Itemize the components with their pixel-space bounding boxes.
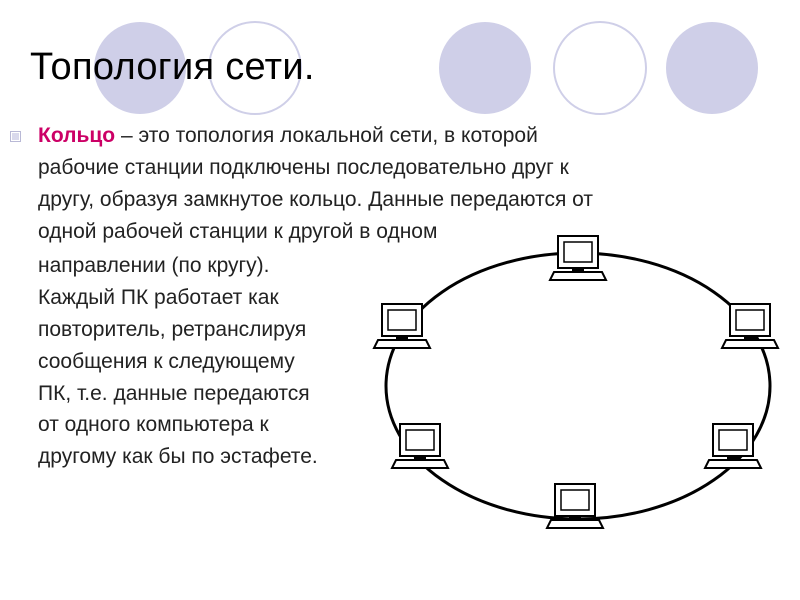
body-line: одной рабочей станции к другой в одном bbox=[38, 220, 438, 243]
decor-circle-filled bbox=[94, 22, 186, 114]
body-line: от одного компьютера к bbox=[38, 413, 269, 436]
decor-circle-filled bbox=[439, 22, 531, 114]
body-line: другому как бы по эстафете. bbox=[38, 445, 318, 468]
computer-icon bbox=[720, 303, 780, 349]
computer-icon bbox=[703, 423, 763, 469]
decor-circle-filled bbox=[666, 22, 758, 114]
decor-circle-outline bbox=[553, 21, 647, 115]
ring-cable bbox=[384, 251, 772, 521]
bullet-square-icon bbox=[10, 131, 21, 142]
term-ring: Кольцо bbox=[38, 124, 116, 147]
computer-icon bbox=[548, 235, 608, 281]
slide-title: Топология сети. bbox=[30, 46, 315, 88]
body-text-first: – это топология локальной сети, в которо… bbox=[115, 124, 538, 147]
body-line: повторитель, ретранслируя bbox=[38, 318, 307, 341]
body-line: Каждый ПК работает как bbox=[38, 286, 279, 309]
body-line: направлении (по кругу). bbox=[38, 254, 270, 277]
computer-icon bbox=[390, 423, 450, 469]
body-line: сообщения к следующему bbox=[38, 350, 295, 373]
body-line: рабочие станции подключены последователь… bbox=[38, 156, 569, 179]
computer-icon bbox=[372, 303, 432, 349]
decor-circle-outline bbox=[208, 21, 302, 115]
decorative-circles bbox=[94, 21, 758, 115]
body-line: другу, образуя замкнутое кольцо. Данные … bbox=[38, 188, 593, 211]
computer-icon bbox=[545, 483, 605, 529]
body-line-1: Кольцо – это топология локальной сети, в… bbox=[38, 124, 538, 148]
body-line: ПК, т.е. данные передаются bbox=[38, 382, 310, 405]
